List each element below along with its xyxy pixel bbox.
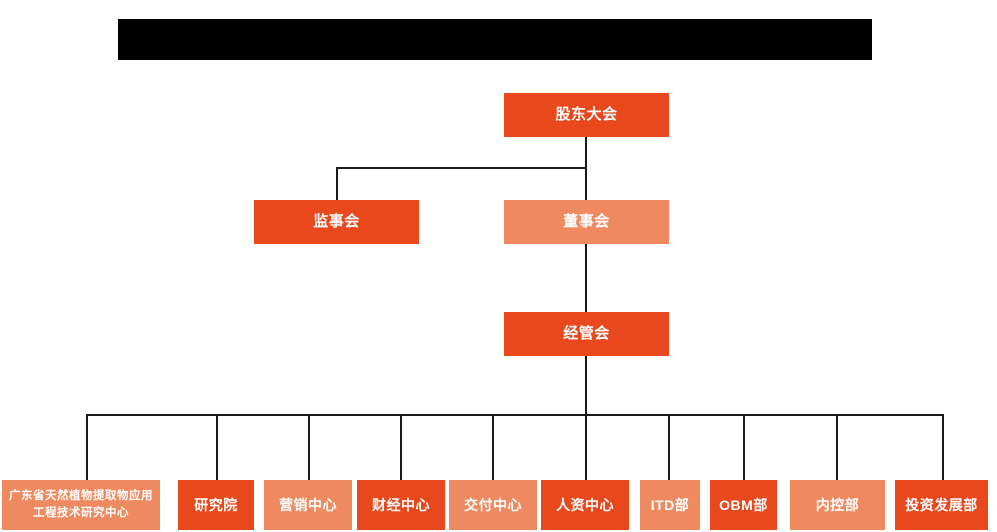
connector-management-down — [585, 356, 587, 416]
node-board-of-supervisors[interactable]: 监事会 — [254, 200, 419, 244]
node-delivery-center[interactable]: 交付中心 — [449, 480, 537, 530]
connector-drop-delivery-center — [492, 414, 494, 480]
connector-to-directors — [585, 167, 587, 200]
node-investment-development-dept[interactable]: 投资发展部 — [895, 480, 988, 530]
node-research-institute[interactable]: 研究院 — [178, 480, 254, 530]
connector-drop-research-institute — [216, 414, 218, 480]
connector-drop-itd-dept — [668, 414, 670, 480]
connector-directors-to-management — [585, 244, 587, 312]
redacted-title-banner — [118, 19, 872, 60]
node-board-of-directors[interactable]: 董事会 — [504, 200, 669, 244]
node-shareholders-meeting[interactable]: 股东大会 — [504, 93, 669, 137]
connector-drop-engineering-research-center — [86, 414, 88, 480]
node-finance-center[interactable]: 财经中心 — [357, 480, 445, 530]
connector-drop-internal-control-dept — [836, 414, 838, 480]
connector-drop-marketing-center — [308, 414, 310, 480]
node-internal-control-dept[interactable]: 内控部 — [790, 480, 885, 530]
connector-drop-finance-center — [400, 414, 402, 480]
connector-drop-hr-center — [585, 414, 587, 480]
node-hr-center[interactable]: 人资中心 — [541, 480, 629, 530]
node-obm-dept[interactable]: OBM部 — [710, 480, 777, 530]
connector-drop-obm-dept — [743, 414, 745, 480]
connector-to-supervisors — [336, 167, 338, 200]
connector-level2-bus — [336, 167, 587, 169]
node-itd-dept[interactable]: ITD部 — [640, 480, 700, 530]
connector-shareholders-down — [585, 137, 587, 169]
connector-drop-investment-development-dept — [942, 414, 944, 480]
connector-level4-bus — [86, 414, 944, 416]
node-marketing-center[interactable]: 营销中心 — [264, 480, 352, 530]
node-engineering-research-center[interactable]: 广东省天然植物提取物应用工程技术研究中心 — [2, 480, 160, 530]
node-management-committee[interactable]: 经管会 — [504, 312, 669, 356]
